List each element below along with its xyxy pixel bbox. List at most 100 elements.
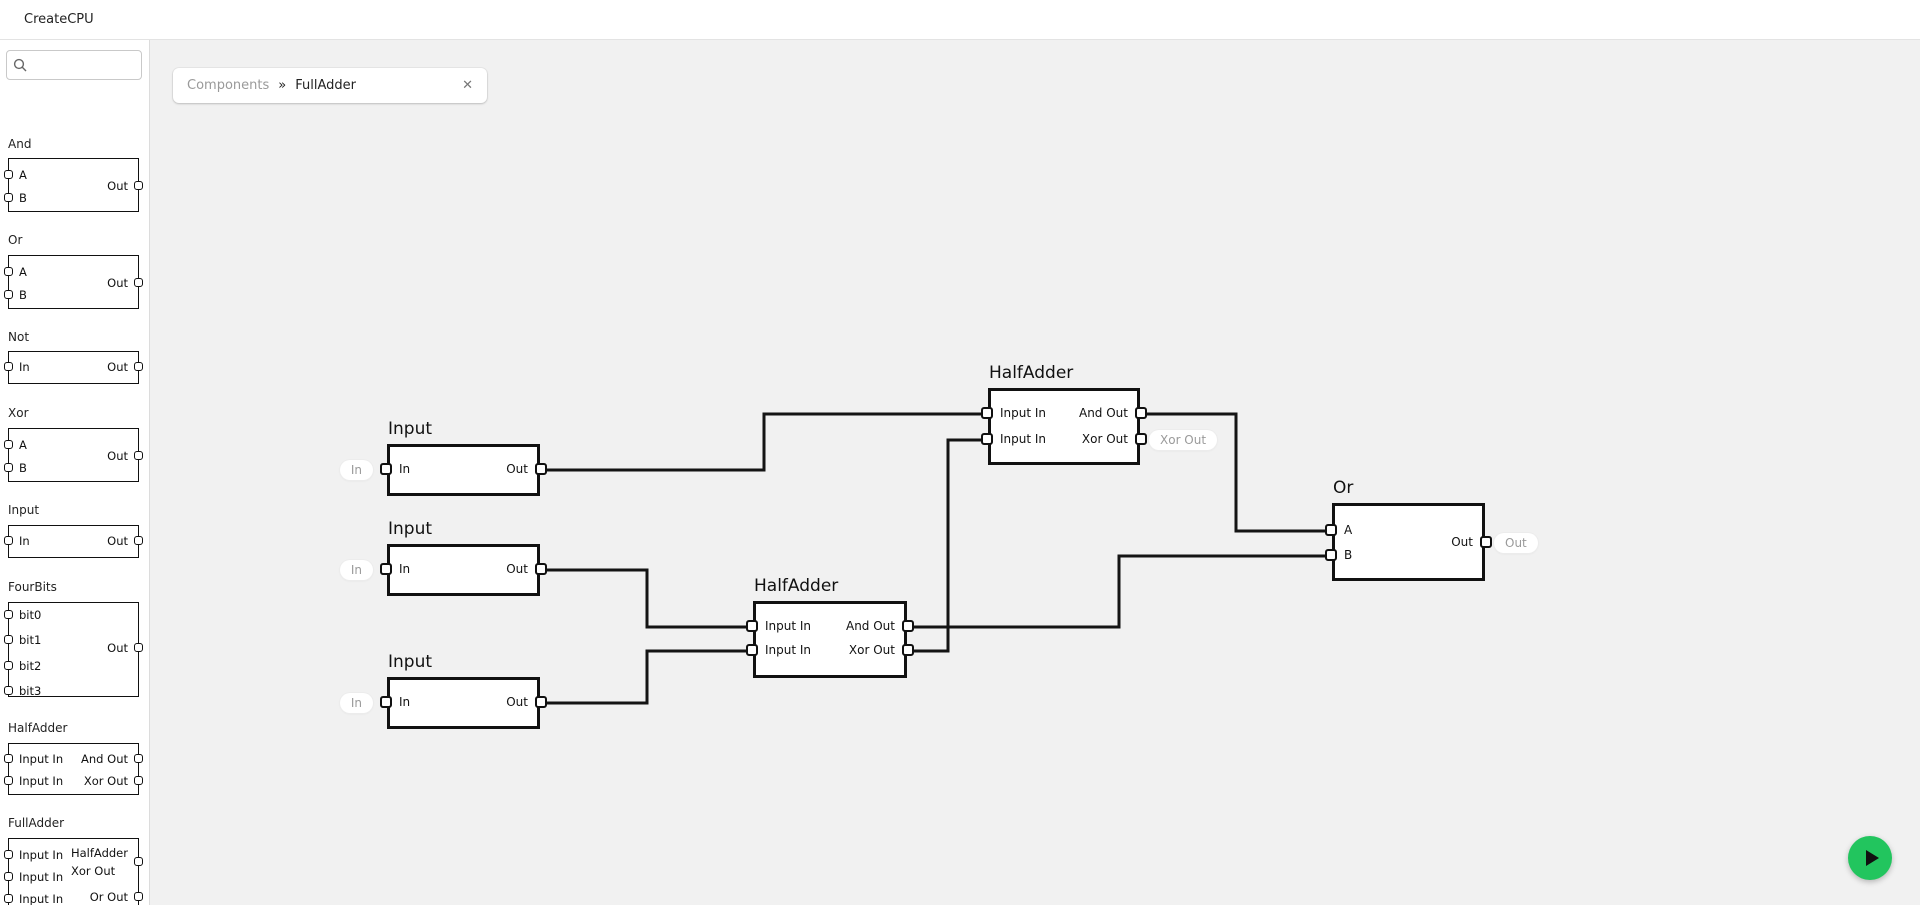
tab-fulladder[interactable]: Components » FullAdder ✕ <box>173 68 487 103</box>
input-toggle-pill[interactable]: In <box>339 460 373 480</box>
output-port-out[interactable] <box>1480 536 1492 548</box>
node-title: HalfAdder <box>754 576 839 596</box>
search-input[interactable] <box>32 58 135 72</box>
input-port-input-in[interactable] <box>4 872 13 881</box>
input-port-bit0[interactable] <box>4 610 13 619</box>
port-label: Out <box>107 179 128 193</box>
input-port-b[interactable] <box>1325 549 1337 561</box>
input-port-input-in[interactable] <box>4 850 13 859</box>
input-port-in[interactable] <box>4 362 13 371</box>
input-port-input-in[interactable] <box>4 754 13 763</box>
output-port-and-out[interactable] <box>1135 407 1147 419</box>
input-port-input-in[interactable] <box>981 407 993 419</box>
port-label: In <box>399 695 411 709</box>
component-search[interactable] <box>6 50 142 80</box>
input-port-in[interactable] <box>380 563 392 575</box>
input-port-in[interactable] <box>380 463 392 475</box>
input-port-input-in[interactable] <box>746 644 758 656</box>
port-label: B <box>1344 548 1353 562</box>
port-label: Input In <box>765 643 812 657</box>
input-port-b[interactable] <box>4 290 13 299</box>
output-port-out[interactable] <box>134 362 143 371</box>
input-toggle-pill[interactable]: In <box>339 560 373 580</box>
wire[interactable] <box>1140 412 1332 533</box>
output-port-out[interactable] <box>134 643 143 652</box>
run-button[interactable] <box>1848 836 1892 880</box>
port-label: In <box>19 360 30 374</box>
wire[interactable] <box>540 649 753 705</box>
output-port-out[interactable] <box>535 696 547 708</box>
node-title: Or <box>1333 478 1354 498</box>
port-label: Or Out <box>89 890 128 904</box>
port-label: Input In <box>1000 406 1047 420</box>
output-port-xor-out[interactable] <box>1135 433 1147 445</box>
input-port-in[interactable] <box>4 536 13 545</box>
output-port-out[interactable] <box>134 451 143 460</box>
port-label: bit0 <box>19 608 42 622</box>
wire[interactable] <box>907 438 988 653</box>
output-port-halfadder-xor-out[interactable] <box>134 857 143 866</box>
port-label: bit2 <box>19 659 42 673</box>
output-port-out[interactable] <box>535 463 547 475</box>
input-port-b[interactable] <box>4 463 13 472</box>
tab-close-button[interactable]: ✕ <box>462 78 473 93</box>
port-label: And Out <box>1078 406 1128 420</box>
output-port-or-out[interactable] <box>134 892 143 901</box>
port-label: And Out <box>81 752 128 766</box>
output-port-and-out[interactable] <box>134 754 143 763</box>
output-port-xor-out[interactable] <box>134 776 143 785</box>
port-label: Out <box>107 641 128 655</box>
node-title: Input <box>388 519 433 539</box>
input-port-bit1[interactable] <box>4 635 13 644</box>
input-port-input-in[interactable] <box>746 620 758 632</box>
output-port-out[interactable] <box>134 278 143 287</box>
port-label: Out <box>107 276 128 290</box>
input-port-a[interactable] <box>4 170 13 179</box>
wire[interactable] <box>907 554 1332 629</box>
input-port-input-in[interactable] <box>981 433 993 445</box>
input-port-input-in[interactable] <box>4 776 13 785</box>
input-port-in[interactable] <box>380 696 392 708</box>
input-toggle-pill[interactable]: In <box>339 693 373 713</box>
output-port-out[interactable] <box>134 181 143 190</box>
port-label: Out <box>1451 535 1473 549</box>
output-port-and-out[interactable] <box>902 620 914 632</box>
input-port-a[interactable] <box>1325 524 1337 536</box>
input-port-input-in[interactable] <box>4 894 13 903</box>
input-port-a[interactable] <box>4 267 13 276</box>
breadcrumb-components[interactable]: Components <box>187 78 270 93</box>
output-port-xor-out[interactable] <box>902 644 914 656</box>
input-port-bit3[interactable] <box>4 686 13 695</box>
input-port-a[interactable] <box>4 440 13 449</box>
output-port-out[interactable] <box>535 563 547 575</box>
palette-item-label: Xor <box>8 406 29 420</box>
palette-item-label: Not <box>8 330 30 344</box>
port-label: In <box>399 562 411 576</box>
input-port-b[interactable] <box>4 193 13 202</box>
port-label: Out <box>107 360 128 374</box>
input-port-bit2[interactable] <box>4 661 13 670</box>
wire[interactable] <box>540 412 988 472</box>
output-port-out[interactable] <box>134 536 143 545</box>
wire[interactable] <box>540 568 753 629</box>
